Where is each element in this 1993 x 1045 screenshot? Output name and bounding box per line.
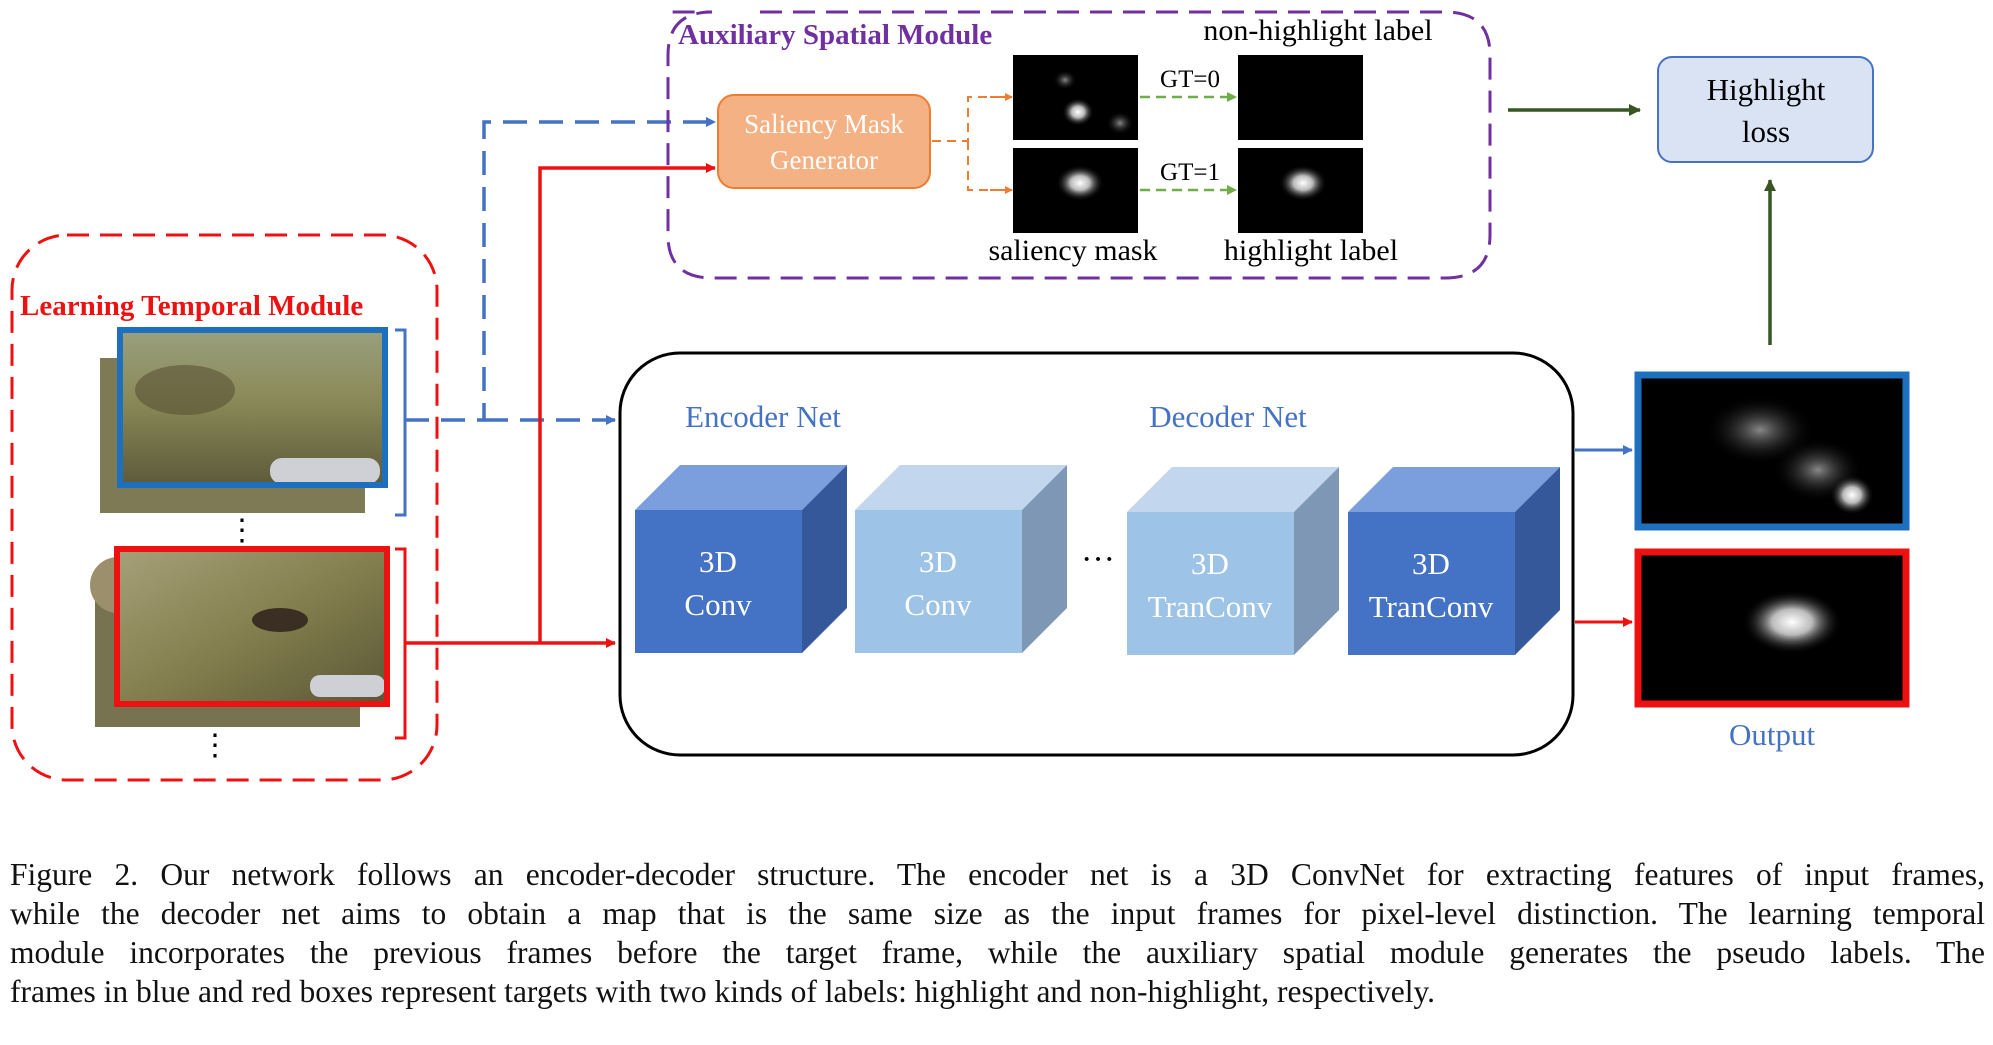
output-red-blob: [1742, 590, 1842, 654]
highlight-label-blob: [1279, 165, 1327, 201]
saliency-mask-text: saliency mask: [988, 234, 1157, 267]
conv-block-2-line2: Conv: [904, 587, 972, 622]
mask-bottom-blob: [1056, 165, 1104, 201]
highlight-loss-line2: loss: [1742, 114, 1790, 149]
temporal-module-title: Learning Temporal Module: [20, 290, 363, 322]
mask-top-blob-c: [1053, 70, 1077, 90]
caption-line-2: while the decoder net aims to obtain a m…: [10, 896, 1985, 931]
blue-bracket: [395, 328, 407, 517]
mask-top-blob-a: [1062, 98, 1094, 126]
dog-figure: [252, 608, 308, 632]
spatial-module-border: [666, 10, 1492, 280]
spatial-module-title: Auxiliary Spatial Module: [678, 19, 992, 51]
conv-block-2: 3D Conv: [855, 465, 1067, 653]
saliency-mask-generator: [717, 94, 931, 189]
orange-split-connector: [932, 96, 1008, 191]
tranconv-block-2-line2: TranConv: [1369, 589, 1494, 624]
generator-label-line2: Generator: [770, 145, 878, 175]
red-bracket: [395, 547, 407, 740]
tranconv-block-2: 3D TranConv: [1348, 467, 1560, 655]
highlight-loss-box: [1657, 56, 1874, 163]
log-blue: [270, 458, 380, 484]
network-container: [618, 351, 1575, 757]
frame-shadow-blue: [135, 365, 235, 415]
tranconv-block-2-line1: 3D: [1412, 546, 1450, 581]
non-highlight-label-text: non-highlight label: [1203, 14, 1432, 47]
highlight-loss-line1: Highlight: [1707, 72, 1826, 107]
ellipsis-dots-2: ⋮: [200, 729, 230, 762]
output-blue-blob-c: [1830, 475, 1874, 515]
architecture-diagram: Learning Temporal Module ⋮ ⋮ Auxiliary S…: [10, 10, 1910, 782]
conv-block-1: 3D Conv: [635, 465, 847, 653]
tranconv-block-1: 3D TranConv: [1127, 467, 1339, 655]
conv-block-1-line2: Conv: [684, 587, 752, 622]
mask-top-blob-b: [1106, 111, 1134, 135]
ellipsis-between-blocks: ···: [1081, 541, 1115, 578]
conv-block-1-line1: 3D: [699, 544, 737, 579]
red-target-box: [114, 546, 390, 707]
caption-line-4: frames in blue and red boxes represent t…: [10, 974, 1436, 1009]
encoder-net-title: Encoder Net: [685, 399, 841, 434]
figure-caption: Figure 2. Our network follows an encoder…: [10, 855, 1985, 1011]
red-connector-to-generator: [538, 163, 716, 643]
ellipsis-dots-1: ⋮: [227, 514, 257, 547]
generator-label-line1: Saliency Mask: [744, 109, 904, 139]
gt0-label: GT=0: [1160, 66, 1220, 93]
conv-block-2-line1: 3D: [919, 544, 957, 579]
decoder-net-title: Decoder Net: [1149, 399, 1307, 434]
blue-dashed-connector-to-generator: [405, 117, 716, 422]
tranconv-block-1-line1: 3D: [1191, 546, 1229, 581]
gt1-label: GT=1: [1160, 159, 1220, 186]
log-red: [310, 675, 385, 697]
tranconv-block-1-line2: TranConv: [1148, 589, 1273, 624]
output-label: Output: [1729, 717, 1816, 752]
caption-line-3: module incorporates the previous frames …: [10, 935, 1985, 970]
blue-target-box: [117, 327, 388, 488]
caption-line-1: Figure 2. Our network follows an encoder…: [10, 857, 1985, 892]
highlight-label-text: highlight label: [1224, 234, 1398, 267]
non-highlight-label-image: [1238, 55, 1363, 140]
